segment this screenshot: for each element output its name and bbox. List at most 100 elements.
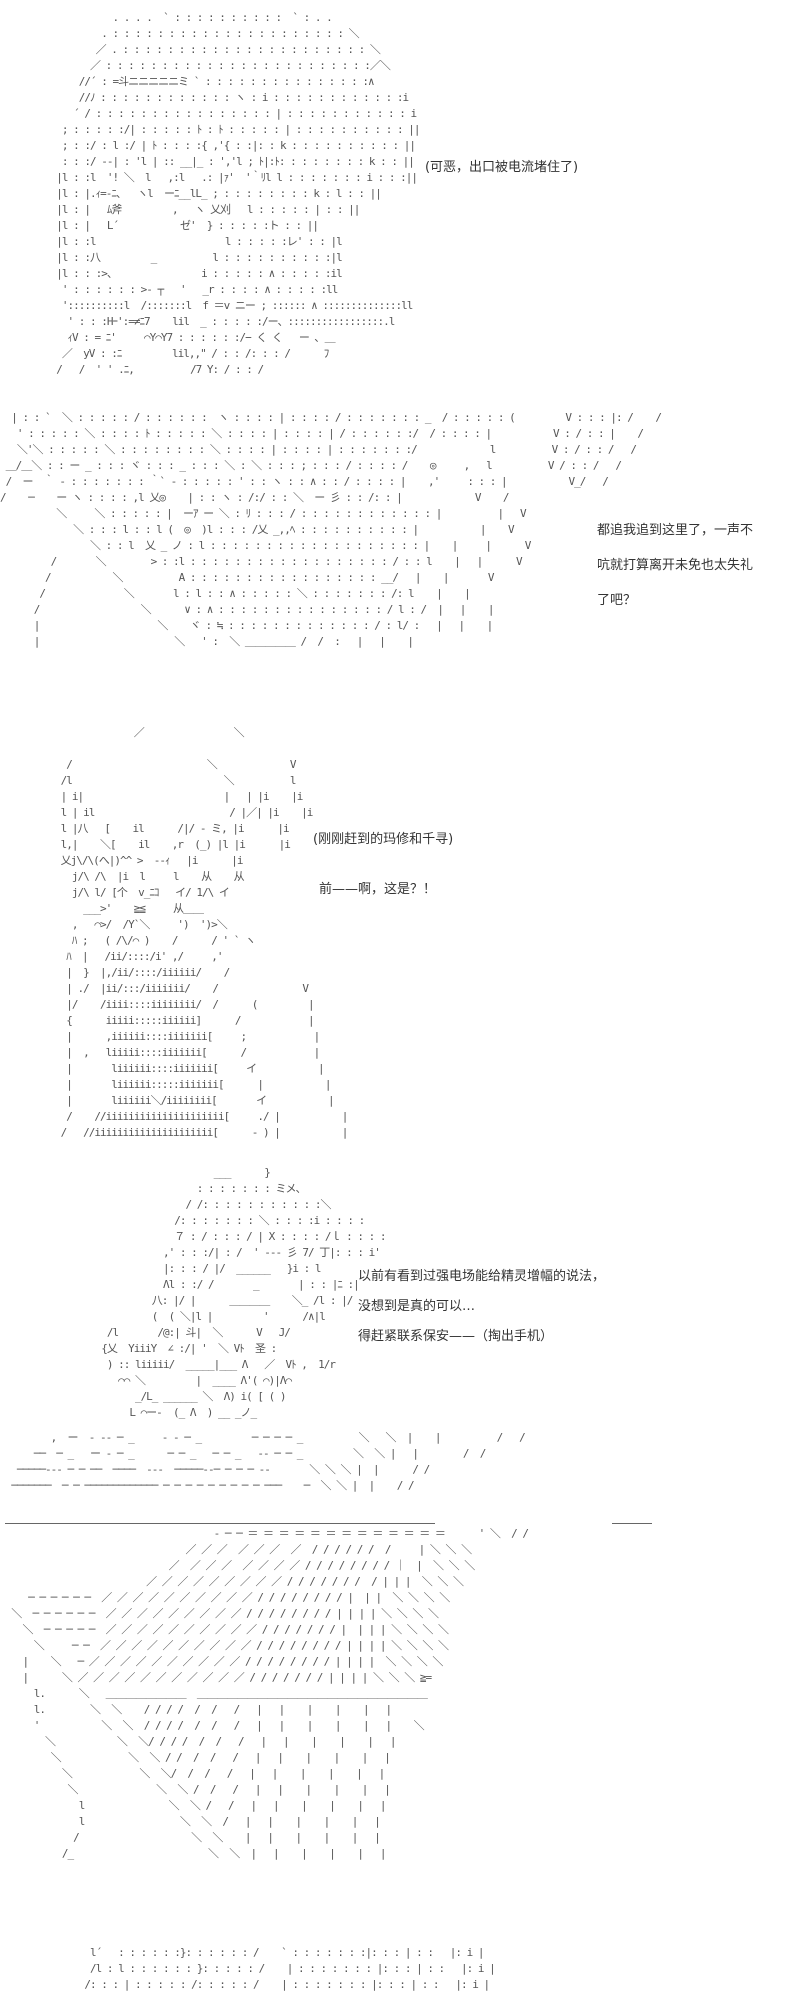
- ascii-art-line: |l : : :>、 i : : : : : ∧ : : : : :il: [45, 267, 343, 280]
- ascii-art-line: ＿/＿＼ : : ー _ : : : ヾ : : : _ : : : ＼ : ＼…: [0, 459, 622, 472]
- ascii-art-line: | ＼ ヾ : ≒ : : : : : : : : : : : : : / : …: [0, 619, 494, 632]
- ascii-art-line: ﾊ ; ( /\/⌒ ) / / ' ` ヽ: [10, 934, 256, 947]
- ascii-art-line: | } |,/ii/::::/iiiiii/ /: [10, 966, 230, 979]
- ascii-art-line: |l : :l '! ＼ l ,:l .: |ｧ' '｀ﾘl l : : : :…: [45, 171, 418, 184]
- ascii-art-line: 乂j\/\(へ|)^^ > ‐-ｨ |i |i: [10, 854, 244, 867]
- horizon-line-right: [612, 1523, 652, 1524]
- ascii-art-line: ' : : : : : ＼ : : : : ﾄ : : : : : ＼ : : …: [0, 427, 644, 440]
- caption-line: 以前有看到过强电场能给精灵增幅的说法，: [358, 1269, 606, 1284]
- ascii-art-line: //´ : =斗ニニニニニミ ` : : : : : : : : : : : :…: [45, 75, 375, 88]
- ascii-art-line: ／ ／ ／ ／ ／ ／ ／ / / / / / / / | ＼ ＼ ＼: [0, 1543, 473, 1556]
- ascii-art-line: / ＼ ∨ : ∧ : : : : : : : : : : : : : : : …: [0, 603, 495, 616]
- ascii-art-line: _/L_ ______ ＼ Λ) i( [ ( ): [0, 1390, 287, 1403]
- caption-panel-3: (刚刚赶到的玛修和千寻) 前——啊，这是？！: [313, 815, 454, 915]
- ascii-art-line: / ー ｀ - : : : : : : : ｀` - : : : : : ' :…: [0, 475, 609, 488]
- ascii-art-line: [10, 741, 347, 757]
- ascii-art-line: ＼ ─ ─ ─ ─ ─ ─ ／ ／ ／ ／ ／ ／ ／ ／ ／ / / / / …: [0, 1607, 439, 1620]
- ascii-art-line: ＼ : : : l : : l ( ◎ )l : : : /乂 _,,ﾍ : :…: [0, 523, 515, 536]
- ascii-art-line: | ./ |ii/:::/iiiiiii/ / V: [10, 982, 309, 995]
- ascii-art-line: , ⌒>/ /Y`＼ ') ')>＼: [10, 918, 228, 931]
- ascii-art-line: ; : : : : :/| : : : : : ﾄ : ﾄ : : : : : …: [45, 123, 421, 136]
- ascii-art-line: ( ( ＼|l | ' /∧|l: [0, 1310, 326, 1323]
- ascii-art-line: ／ ／ ／ ／ ／ ／ ／ ／ ／ / / / / / / / / | | | …: [0, 1575, 464, 1588]
- ascii-art-line: ‐ ─ ─ ＝ ＝ ＝ ＝ ＝ ＝ ＝ ＝ ＝ ＝ ＝ ＝ ＝ ' ＼ / /: [0, 1527, 529, 1540]
- ascii-art-line: ｨV : = ﾆ' ⌒Y⌒Y7 : : : : : :/− く く ー ､ ＿: [45, 331, 335, 344]
- ascii-art-line: ´ / : : : : : : : : : : : : : : : : | : …: [45, 107, 417, 120]
- ascii-art-line: : : :/ --| : 'l | :: __|_ : ','l ; ﾄ|:ﾄ:…: [45, 155, 415, 168]
- caption-panel-1: (可恶，出口被电流堵住了): [424, 150, 579, 185]
- ascii-art-line: | : : ` ＼ : : : : : / : : : : : : ヽ : : …: [0, 411, 662, 424]
- ascii-art-line: / ＼ A : : : : : : : : : : : : : : : : : …: [0, 571, 495, 584]
- ascii-art-line: / ＼ > : :l : : : : : : : : : : : : : : :…: [0, 555, 523, 568]
- ascii-art-line: / //iiiiiiiiiiiiiiiiiiiii[ ‐ ) | |: [10, 1126, 349, 1139]
- ascii-art-line: ＼ ─ ─ ／ ／ ／ ／ ／ ／ ／ ／ ／ ／ / / / / / / / …: [0, 1639, 449, 1652]
- ascii-art-line: : : : : : : : ミメ、: [0, 1182, 307, 1195]
- ascii-art-line: . : : : : : : : : : : : : : : : : : : : …: [45, 27, 359, 40]
- ascii-art-line: L ⌒ー‐ (_ Λ ) __ _ノ_: [0, 1406, 257, 1419]
- ascii-art-line: j/\ l/ [个 v_ﾆｺ イ/ 1/\ イ: [10, 886, 230, 899]
- caption-line: (可恶，出口被电流堵住了): [424, 160, 579, 175]
- ascii-art-line: ／ ＼: [10, 726, 245, 739]
- ascii-art-line: / ＼ V: [10, 758, 296, 771]
- ascii-art-line: | liiiiii:::::iiiiiii[ | |: [10, 1078, 331, 1091]
- ascii-art-line: , ー - ‐‐ ─ _ ‐ ‐ ─ _ ─ ─ ─ ─ _ ＼ ＼ | | /…: [0, 1431, 526, 1444]
- ascii-art-line: ＼ ─ ─ ─ ─ ─ ／ ／ ／ ／ ／ ／ ／ ／ ／ ／ / / / / …: [0, 1623, 449, 1636]
- ascii-art-line: ' : : : : : : >‐ ┬ ' _r : : : : ∧ : : : …: [45, 283, 339, 296]
- ascii-art-line: ＼ ＼ ＼/ / / / / / / | | | | | |: [0, 1735, 396, 1748]
- caption-line: 了吧？: [597, 593, 637, 608]
- ascii-art-line: ＼'＼ : : : : : ＼ : : : : : : : : ＼ : : : …: [0, 443, 637, 456]
- ascii-art-line: |l : :l l : : : : :レ' : : |l: [45, 235, 343, 248]
- ascii-art-line: ___>' ≧≦ 从＿＿: [10, 902, 204, 915]
- ascii-art-line: ; : :/ : l :/ | ﾄ : : : :{ ,'{ : :|: : k…: [45, 139, 416, 152]
- ascii-art-line: ＼ ＼ ＼/ / / / | | | | | |: [0, 1767, 385, 1780]
- ascii-art-line: | , liiiii::::iiiiiii[ / |: [10, 1046, 320, 1059]
- ascii-art-line: '::::::::::l /:::::::l f ＝v ニー ; :::::: …: [45, 299, 414, 312]
- ascii-art-panel-5: , ー - ‐‐ ─ _ ‐ ‐ ─ _ ─ ─ ─ ─ _ ＼ ＼ | | /…: [0, 1430, 529, 1862]
- ascii-art-line: | i| | | |i |i: [10, 790, 304, 803]
- ascii-art-line: ─ ─ ─ ─ ─ ─ ／ ／ ／ ／ ／ ／ ／ ／ ／ ／ / / / / …: [0, 1591, 450, 1604]
- ascii-art-line: |: : : / |/ ______ }i : l: [0, 1262, 321, 1275]
- ascii-art-line: ／ ／ ／ ／ ／ ／ ／ ／ / / / / / / / / ｜ | ＼ ＼ …: [0, 1559, 476, 1572]
- ascii-art-line: /l : l : : : : : : }: : : : : / | : : : …: [0, 1962, 496, 1975]
- ascii-art-panel-4: ___ } : : : : : : : ミメ、 / /: : : : : : :…: [0, 1165, 386, 1421]
- ascii-art-line: | ＼ ／ ／ ／ ／ ／ ／ ／ ／ ／ ／ ／ / / / / / / / …: [0, 1671, 432, 1684]
- ascii-art-line: | ,iiiiii::::iiiiiii[ ; |: [10, 1030, 320, 1043]
- ascii-art-line: l | il / |／| |i |i: [10, 806, 314, 819]
- ascii-art-line: l. ＼ ＿＿＿＿＿＿＿＿ ＿＿＿＿＿＿＿＿＿＿＿＿＿＿＿＿＿＿＿＿＿＿＿: [0, 1687, 428, 1700]
- ascii-art-line: ７ : / : : : / | X : : : : /ｌ : : : :: [0, 1230, 386, 1243]
- ascii-art-line: | ＼ ─ ／ ／ ／ ／ ／ ／ ／ ／ ／ ／ / / / / / / / …: [0, 1655, 443, 1668]
- ascii-art-line: l ＼ ＼ / | | | | | |: [0, 1815, 381, 1828]
- ascii-art-panel-3: ／ ＼ / ＼ V /l ＼ l | i| | | |i |i l | il: [10, 725, 349, 1141]
- ascii-art-line: //ﾉ : : : : : : : : : : : : ヽ : i : : : …: [45, 91, 409, 104]
- ascii-art-line: / ＼ ＼ | | | | | |: [0, 1831, 381, 1844]
- ascii-art-line: ＼ ＼ ＼ / / / | | | | | |: [0, 1783, 390, 1796]
- ascii-art-line: ─────── ─ ─ ───────────── ─ ─ ─ ─ ─ ─ ─ …: [0, 1479, 414, 1492]
- ascii-art-line: ／ . : : : : : : : : : : : : : : : : : : …: [45, 43, 381, 56]
- ascii-art-line: ／ : : : : : : : : : : : : : : : : : : : …: [45, 59, 391, 72]
- ascii-art-line: ＼ : : l 乂 _ ノ : l : : : : : : : : : : : …: [0, 539, 531, 552]
- ascii-art-line: | liiiiii::::iiiiiii[ イ |: [10, 1062, 324, 1075]
- ascii-art-line: ── ─ _ ー ‐ ─ _ ─ ─ _ ─ ─ _ ‐‐ ─ ─ _ ＼ ＼ …: [0, 1447, 487, 1460]
- ascii-art-line: |l : | L´ ゼ' } : : : : :ト : : ||: [45, 219, 319, 232]
- ascii-art-line: /: : : | : : : : : /: : : : : / | : : : …: [0, 1978, 490, 1991]
- ascii-art-line: / //iiiiiiiiiiiiiiiiiiiii[ ./ | |: [10, 1110, 348, 1123]
- ascii-art-line: / / ' ' .ﾆ, /7 Y: / : : /: [45, 363, 264, 376]
- ascii-art-line: l |八 [ il /|/ ‐ ミ, |i |i: [10, 822, 290, 835]
- ascii-art-panel-6: l´ : : : : : :}: : : : : : / ` : : : : :…: [0, 1945, 495, 1993]
- ascii-art-panel-2: | : : ` ＼ : : : : : / : : : : : : ヽ : : …: [0, 410, 662, 650]
- ascii-art-line: |/ /iiii::::iiiiiiii/ / ( |: [10, 998, 314, 1011]
- ascii-art-line: ─────‐‐‐ ─ ─ ── ──── ‐‐‐ ─────‐‐─ ─ ─ ─ …: [0, 1463, 430, 1476]
- ascii-art-line: ＼ ＼ ＼ / / / / / | | | | | |: [0, 1751, 391, 1764]
- ascii-art-line: / ─ ー ヽ : : : : ,l 乂◎ | : : ヽ : /:/ : : …: [0, 491, 510, 504]
- ascii-art-line: | ＼ ' : ＼ ＿＿＿＿＿ / / : | | |: [0, 635, 414, 648]
- ascii-art-line: ) :: liiiii/ _____|___ Λ ／ Vﾄ , 1/r: [0, 1358, 336, 1371]
- ascii-art-line: / /: : : : : : : : : : :＼: [0, 1198, 332, 1211]
- ascii-art-line: ／ yV : :ﾆ lil,," / : : /: : : / ﾌ: [45, 347, 329, 360]
- ascii-art-line: {乂 YiiiY ∠ :/| ' ＼ Vﾄ 圣 :: [0, 1342, 277, 1355]
- ascii-art-line: 八: |/ | ＿＿＿＿ ＼_ /l : |/: [0, 1294, 354, 1307]
- ascii-art-line: | liiiiii＼/iiiiiiii[ イ |: [10, 1094, 334, 1107]
- caption-line: 前——啊，这是？！: [319, 882, 437, 897]
- ascii-art-line: /: : : : : : : ＼ : : : :i : : : :: [0, 1214, 365, 1227]
- ascii-art-line: / ＼ l : l : : ∧ : : : : : ＼ : : : : : : …: [0, 587, 470, 600]
- ascii-art-line: . . . . ` : : : : : : : : : : ` : . .: [45, 11, 332, 24]
